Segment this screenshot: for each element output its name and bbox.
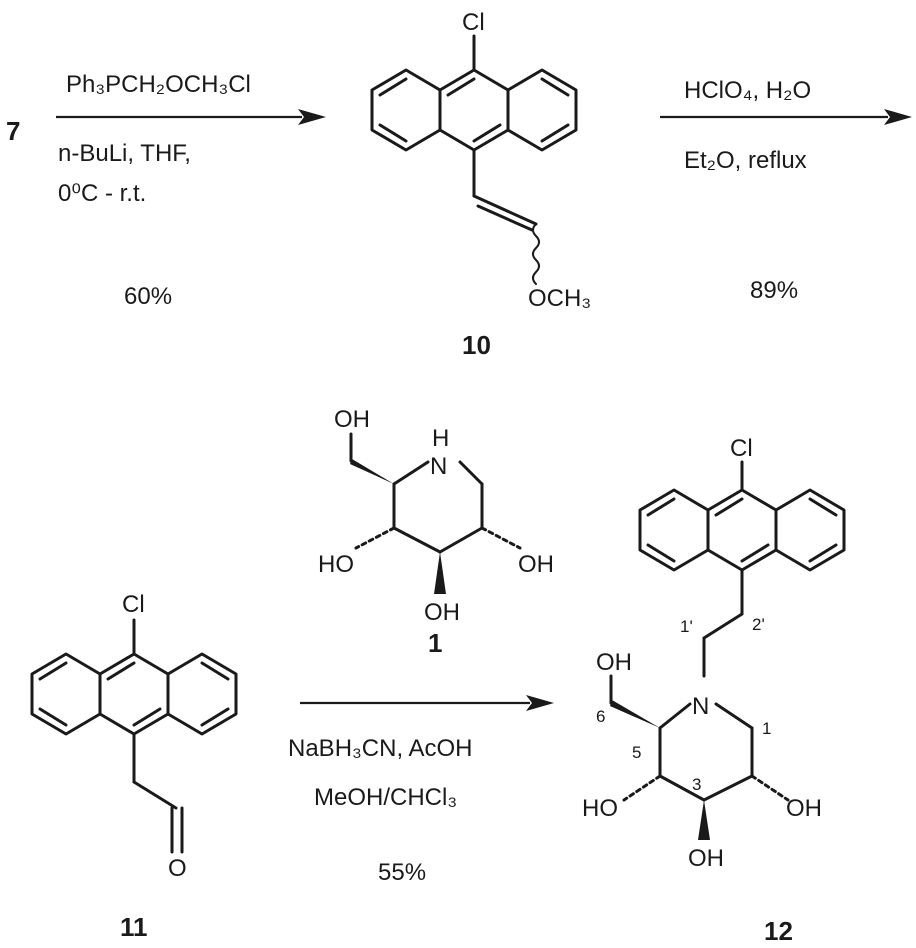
compound-11-structure — [30, 618, 238, 854]
compound-1-oh-right: OH — [518, 551, 554, 578]
compound-1-oh-bottom: OH — [424, 599, 460, 626]
compound-10-cl: Cl — [462, 9, 485, 36]
compound-12-oh-top: OH — [596, 649, 632, 676]
compound-10-structure — [370, 34, 578, 285]
compound-12-oh-left: HO — [582, 795, 618, 822]
compound-11-o: O — [168, 855, 187, 882]
compound-12-oh-bottom: OH — [688, 845, 724, 872]
step2-reagent-2: Et₂O, reflux — [684, 147, 807, 174]
step2-arrow — [660, 109, 912, 125]
compound-1-n: N — [430, 453, 447, 480]
compound-7-label: 7 — [6, 116, 20, 146]
compound-12-oh-right: OH — [786, 795, 822, 822]
step1-arrow — [56, 109, 326, 125]
step1-reagent-2: n-BuLi, THF, — [58, 140, 191, 167]
compound-12-wedge-c5 — [610, 700, 660, 728]
step3-reagent-2: MeOH/CHCl₃ — [314, 784, 457, 811]
compound-11-cl: Cl — [122, 591, 145, 618]
compound-1-structure — [349, 432, 522, 594]
step1-reagent-3: 0⁰C - r.t. — [58, 180, 146, 207]
compound-12-label: 12 — [764, 916, 793, 946]
compound-12-loc-1p: 1' — [680, 617, 693, 636]
step3-arrow — [300, 695, 554, 711]
compound-1-label: 1 — [428, 628, 442, 658]
compound-12-cl: Cl — [730, 435, 753, 462]
compound-1-wedge-c5 — [350, 459, 394, 484]
step3-reagent-1: NaBH₃CN, AcOH — [288, 735, 472, 762]
compound-12-n: N — [692, 693, 709, 720]
compound-12-loc-1: 1 — [762, 719, 771, 738]
step2-yield: 89% — [750, 277, 798, 304]
compound-10-label: 10 — [462, 330, 491, 360]
step2-reagent-1: HClO₄, H₂O — [684, 77, 811, 104]
compound-12-loc-2p: 2' — [752, 615, 765, 634]
compound-12-structure — [609, 460, 846, 840]
step1-yield: 60% — [124, 283, 172, 310]
compound-1-wedge-c3 — [434, 552, 446, 594]
compound-1-oh-top: OH — [334, 406, 370, 433]
compound-10-och3: OCH₃ — [528, 285, 591, 312]
compound-11-label: 11 — [120, 912, 148, 942]
compound-12-wedge-c3 — [698, 800, 710, 840]
compound-1-oh-left: HO — [318, 551, 354, 578]
compound-1-h: H — [432, 425, 449, 452]
step3-yield: 55% — [378, 859, 426, 886]
compound-12-loc-3: 3 — [692, 775, 701, 794]
compound-12-loc-6: 6 — [596, 707, 605, 726]
step1-reagent-1: Ph₃PCH₂OCH₃Cl — [66, 71, 251, 98]
compound-12-loc-5: 5 — [632, 743, 641, 762]
